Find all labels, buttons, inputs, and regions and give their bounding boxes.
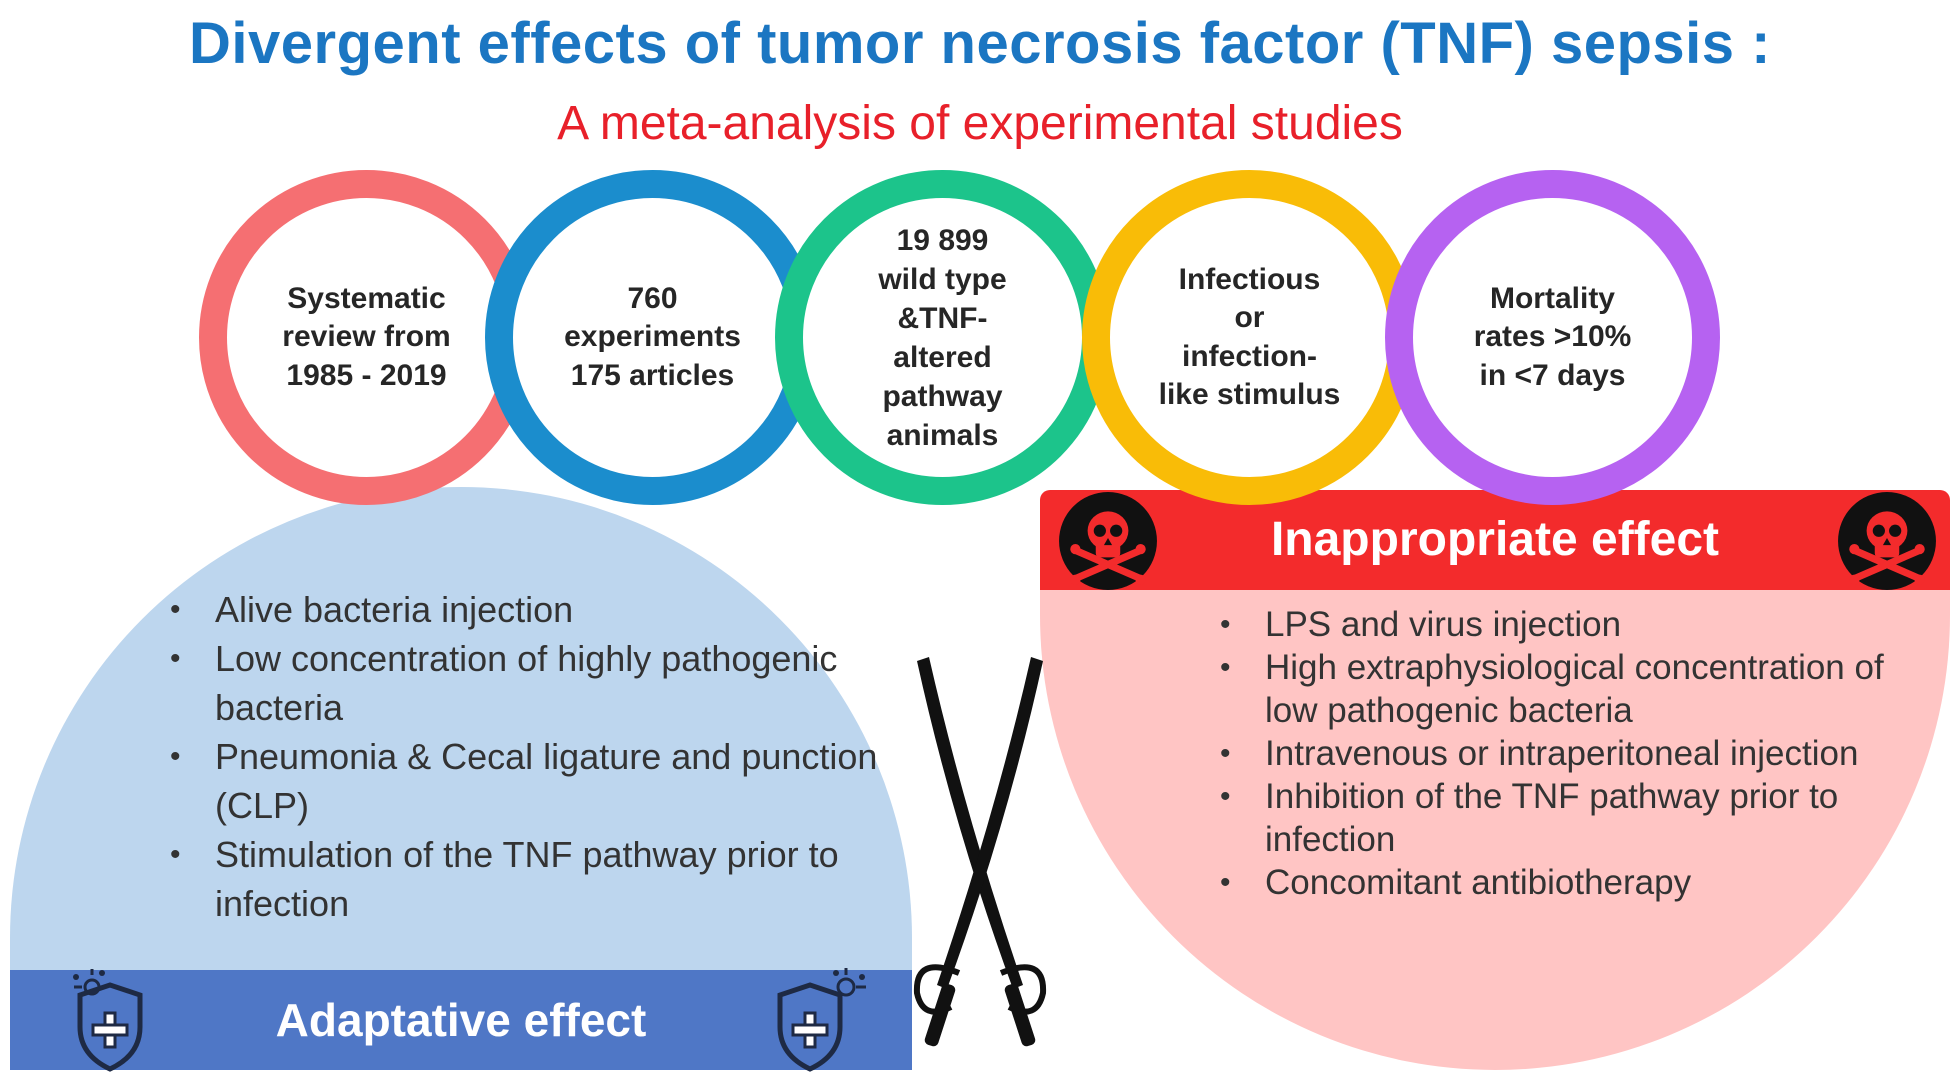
- list-item: Concomitant antibiotherapy: [1220, 861, 1940, 904]
- inappropriate-effect-list: LPS and virus injection High extraphysio…: [1220, 603, 1940, 904]
- shield-virus-icon: [73, 969, 143, 1072]
- circle-text: 760 experiments 175 articles: [564, 281, 741, 392]
- circle-text: 19 899 wild type &TNF- altered pathway a…: [878, 223, 1007, 452]
- circle-text: Systematic review from 1985 - 2019: [282, 281, 451, 392]
- adaptive-effect-bar: [10, 970, 912, 1070]
- shield-virus-icon: [777, 968, 866, 1072]
- list-item: High extraphysiological concentration of…: [1220, 646, 1940, 732]
- list-item: Intravenous or intraperitoneal injection: [1220, 732, 1940, 775]
- skull-crossbones-icon: [1838, 492, 1936, 590]
- circle-systematic-review: Systematic review from 1985 - 2019: [199, 170, 534, 505]
- adaptive-effect-label: Adaptative effect: [275, 994, 647, 1046]
- list-item: Low concentration of highly pathogenic b…: [170, 634, 890, 732]
- circle-mortality: Mortality rates >10% in <7 days: [1385, 170, 1720, 505]
- circle-experiments: 760 experiments 175 articles: [485, 170, 820, 505]
- inappropriate-effect-bar: [1040, 490, 1950, 590]
- skull-crossbones-icon: [1059, 492, 1157, 590]
- list-item: Inhibition of the TNF pathway prior to i…: [1220, 775, 1940, 861]
- inappropriate-effect-label: Inappropriate effect: [1270, 513, 1720, 566]
- list-item: Alive bacteria injection: [170, 585, 890, 634]
- circle-stimulus: Infectious or infection- like stimulus: [1082, 170, 1417, 505]
- circle-text: Infectious or infection- like stimulus: [1158, 262, 1341, 411]
- crossed-swords-icon: [913, 657, 1047, 1047]
- adaptive-effect-list: Alive bacteria injection Low concentrati…: [170, 585, 890, 928]
- diagram-title: Divergent effects of tumor necrosis fact…: [189, 11, 1771, 76]
- circle-animals: 19 899 wild type &TNF- altered pathway a…: [775, 170, 1110, 505]
- list-item: LPS and virus injection: [1220, 603, 1940, 646]
- diagram-subtitle: A meta-analysis of experimental studies: [557, 97, 1403, 150]
- list-item: Stimulation of the TNF pathway prior to …: [170, 830, 890, 928]
- list-item: Pneumonia & Cecal ligature and punction …: [170, 732, 890, 830]
- circle-text: Mortality rates >10% in <7 days: [1473, 281, 1632, 392]
